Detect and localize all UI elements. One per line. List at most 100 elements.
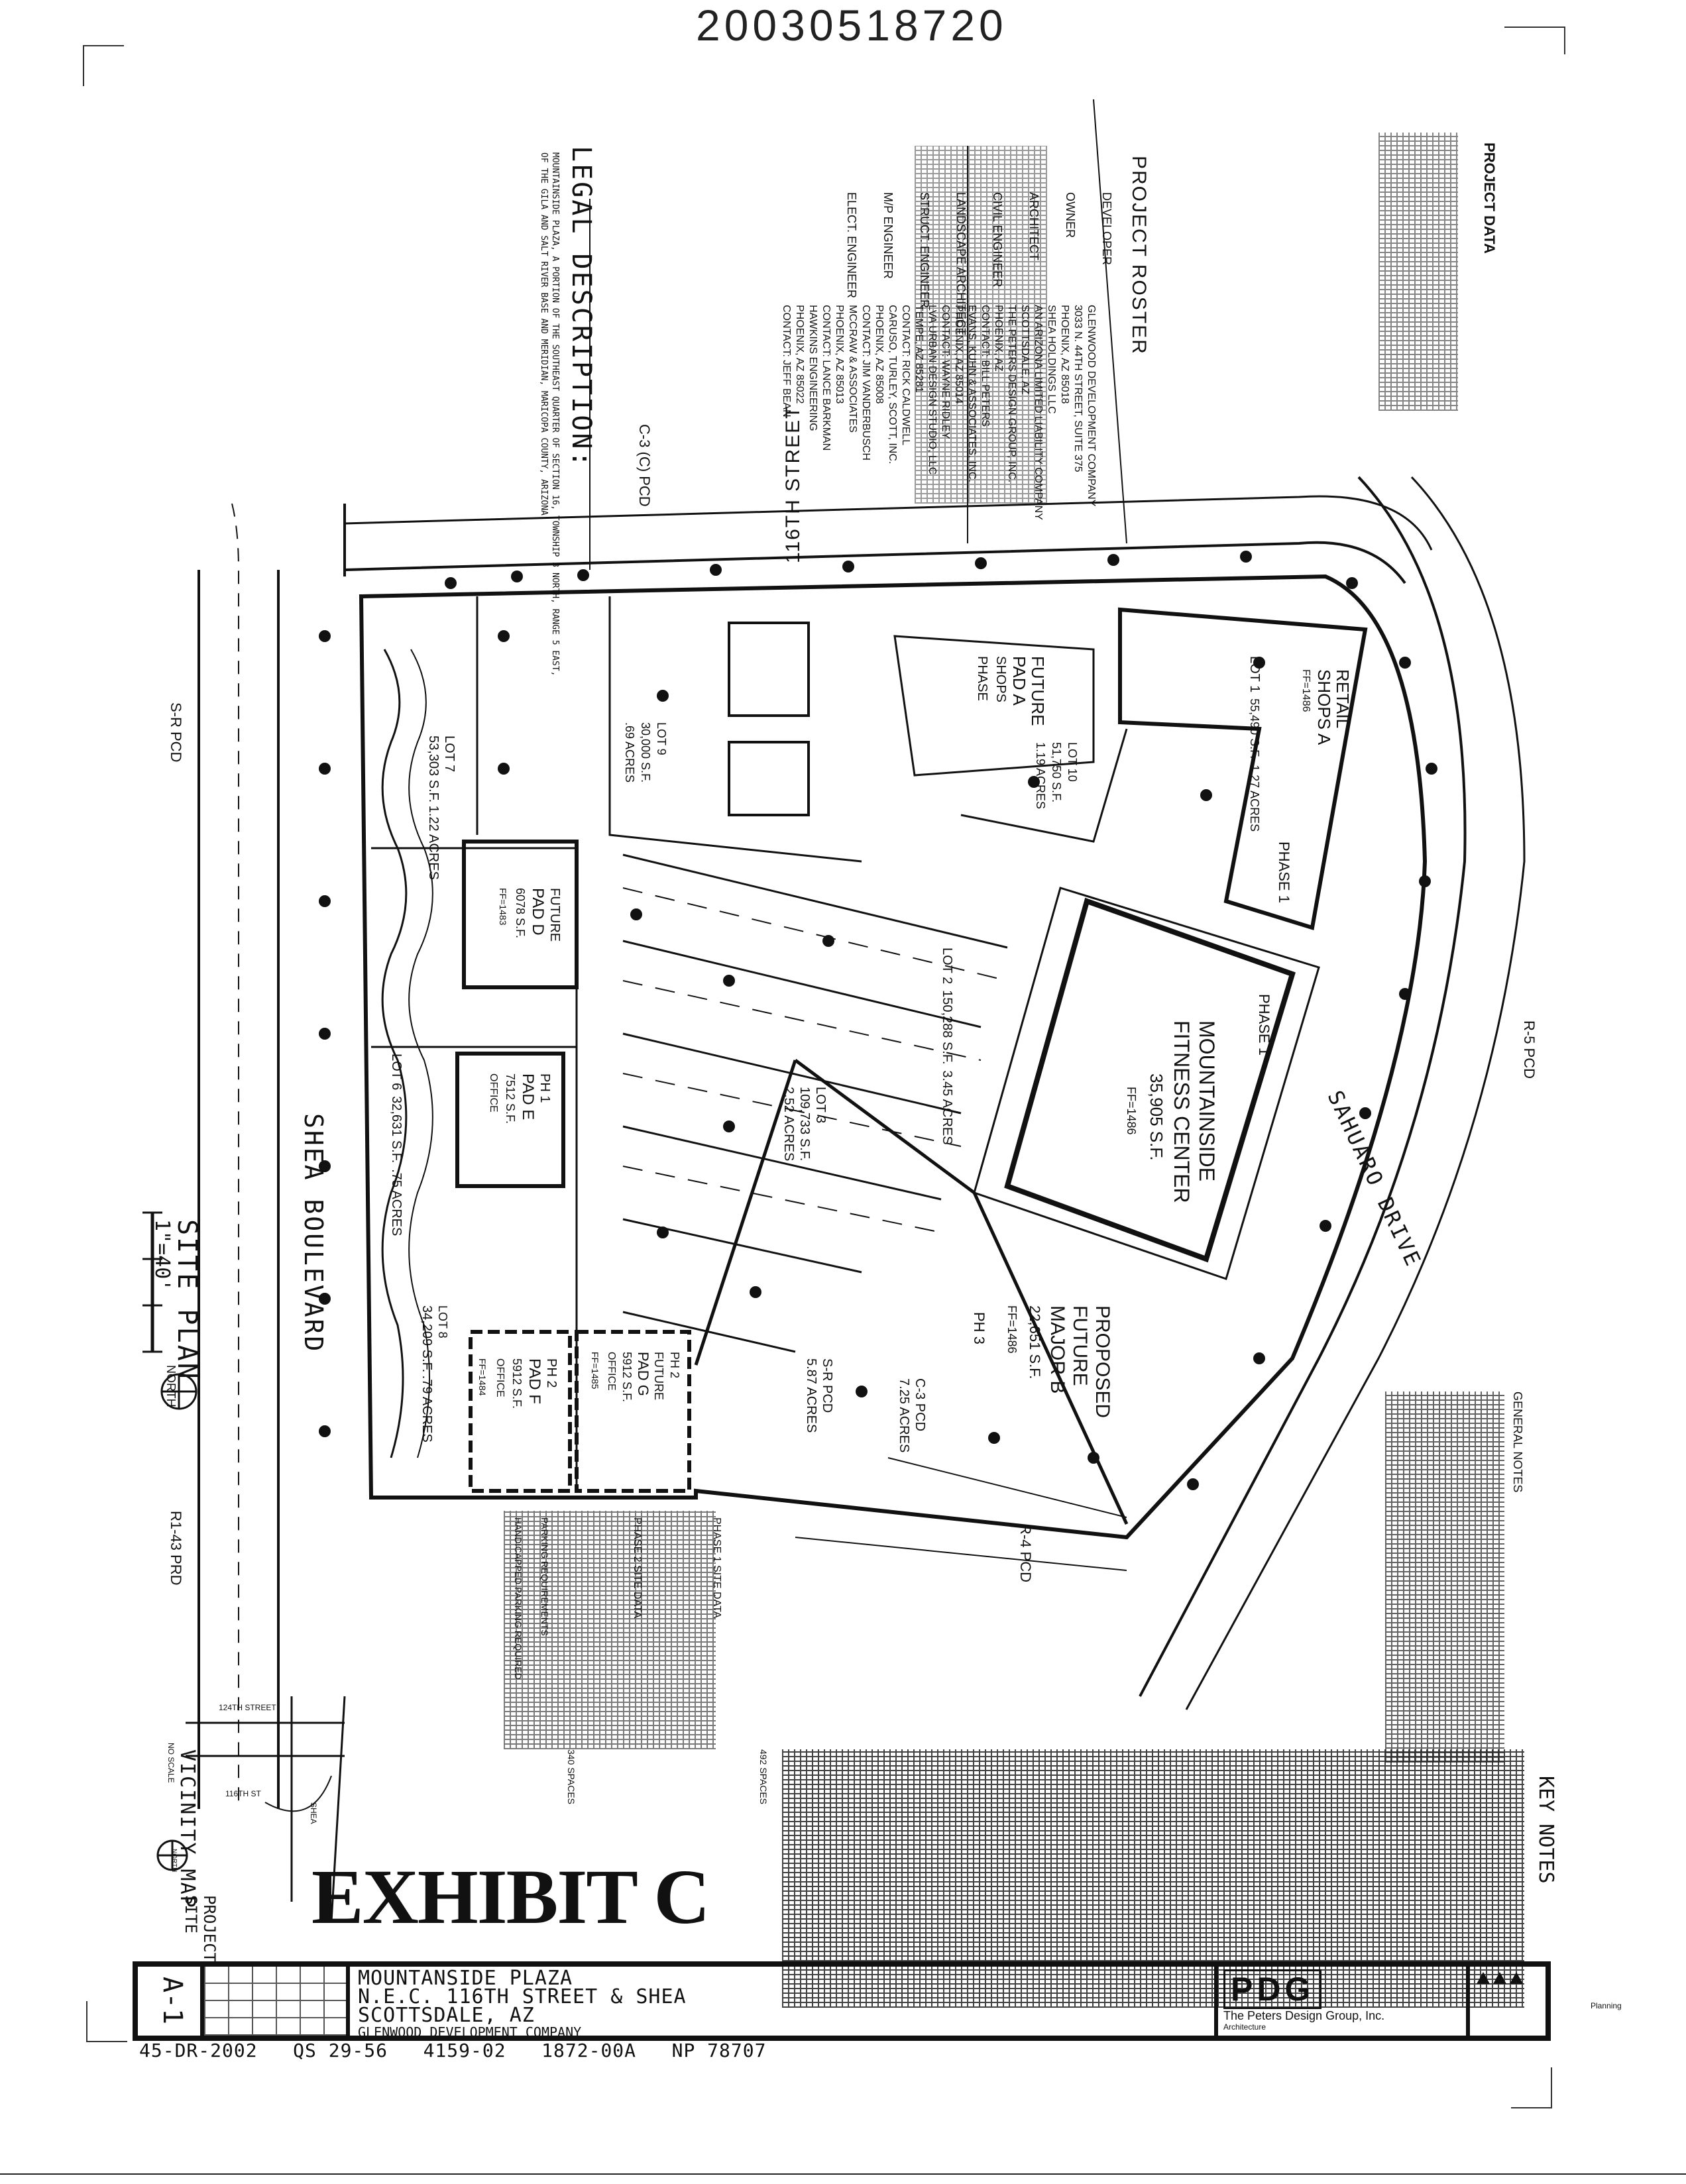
lot-7-name: LOT 7 xyxy=(442,736,457,773)
lot-3-acres: 2.52 ACRES xyxy=(781,1087,796,1162)
major-b-line-3: MAJOR B xyxy=(1046,1305,1068,1394)
site-data-spaces-1: 340 SPACES xyxy=(566,1749,577,1805)
legal-description-heading: LEGAL DESCRIPTION: xyxy=(566,146,596,469)
lot-6-name: LOT 6 xyxy=(389,1054,404,1091)
vicinity-north: NORTH xyxy=(170,1849,178,1873)
roster-role: M/P ENGINEER xyxy=(881,192,895,279)
sheet-scale: 1"=40' xyxy=(150,1219,174,1291)
document-number: 20030518720 xyxy=(696,1,1007,50)
site-data-phase1: PHASE 1 SITE DATA xyxy=(711,1517,722,1619)
fitness-line-3: 35,905 S.F. xyxy=(1147,1073,1166,1161)
roster-line: SCOTTSDALE, AZ xyxy=(1019,305,1031,395)
roster-line: 3033 N. 44TH STREET, SUITE 375 xyxy=(1072,305,1084,472)
lot-9-label: LOT 9 30,000 S.F. .69 ACRES xyxy=(622,722,669,783)
planning-label: Planning xyxy=(1591,2001,1622,2010)
project-city: SCOTTSDALE, AZ xyxy=(358,2004,535,2027)
pad-e-label: PH 1 PAD E 7512 S.F. OFFICE xyxy=(484,1073,553,1124)
roster-line: MCCRAW & ASSOCIATES xyxy=(847,305,858,433)
roster-line: CONTACT: JIM VANDERBUSCH xyxy=(860,305,871,461)
roster-body xyxy=(915,146,1047,504)
roster-line: SHEA HOLDINGS LLC xyxy=(1046,305,1057,414)
lot-9-name: LOT 9 xyxy=(655,722,668,755)
pad-a-label: FUTURE PAD A SHOPS PHASE xyxy=(973,656,1048,726)
sheet-number: A-1 xyxy=(157,1977,188,2025)
site-data-parking: PARKING REQUIREMENTS xyxy=(539,1517,550,1636)
lot-6-sf: 32,631 S.F. xyxy=(389,1096,404,1164)
pad-f-line-4: OFFICE xyxy=(494,1358,506,1397)
lot-1-name: LOT 1 xyxy=(1247,656,1262,693)
pad-a-line-1: FUTURE xyxy=(1028,656,1048,726)
lot-8-name: LOT 8 xyxy=(436,1305,449,1338)
pad-e-line-1: PH 1 xyxy=(537,1073,552,1103)
pad-d-line-2: PAD D xyxy=(529,888,547,936)
general-notes-heading: GENERAL NOTES xyxy=(1511,1392,1524,1493)
lot-10-name: LOT 10 xyxy=(1066,742,1079,782)
lot-8-sf: 34,209 S.F. xyxy=(420,1305,434,1373)
project-data-body xyxy=(1378,133,1458,411)
lot-6-acres: .75 ACRES xyxy=(389,1169,404,1236)
lot-c3-pcd-label: C-3 PCD 7.25 ACRES xyxy=(896,1378,928,1452)
lot-6-label: LOT 6 32,631 S.F. .75 ACRES xyxy=(387,1054,404,1236)
pad-g-line-6: FF=1485 xyxy=(590,1352,600,1390)
pad-e-line-4: OFFICE xyxy=(488,1073,499,1113)
phase-3-label: PH 3 xyxy=(971,1312,987,1344)
pad-a-line-2: PAD A xyxy=(1009,656,1029,706)
pad-f-line-1: PH 2 xyxy=(544,1358,559,1388)
zoning-r143: R1-43 PRD xyxy=(168,1511,184,1586)
pad-g-label: PH 2 FUTURE PAD G 5912 S.F. OFFICE FF=14… xyxy=(587,1352,683,1402)
lot-2-sf: 150,288 S.F. xyxy=(940,990,954,1065)
roster-line: PHOENIX, AZ 85018 xyxy=(1059,305,1070,404)
pad-d-line-3: 6078 S.F. xyxy=(514,888,527,939)
lot-3-sf: 109,733 S.F. xyxy=(797,1087,812,1162)
scan-frame-top-left xyxy=(83,45,124,86)
roster-line: GLENWOOD DEVELOPMENT COMPANY xyxy=(1086,305,1097,507)
architect-label: Architecture xyxy=(1223,2022,1266,2032)
vicinity-no-scale: NO SCALE xyxy=(166,1743,176,1783)
roster-role: STRUCT. ENGINEER xyxy=(918,192,931,309)
project-info-cell: MOUNTANSIDE PLAZA N.E.C. 116TH STREET & … xyxy=(348,1965,1216,2040)
pad-d-label: FUTURE PAD D 6078 S.F. FF=1483 xyxy=(494,888,563,942)
lot-2-label: LOT 2 150,288 S.F. 3.45 ACRES xyxy=(939,948,954,1145)
roster-line: TEMPE, AZ 85281 xyxy=(913,305,925,393)
roster-line: PHOENIX, AZ 85014 xyxy=(953,305,964,404)
roster-line: PHOENIX, AZ 85013 xyxy=(834,305,845,404)
zoning-r4: R-4 PCD xyxy=(1017,1524,1034,1583)
roster-line: CONTACT: BILL PETERS xyxy=(980,305,991,427)
roster-role: ELECT. ENGINEER xyxy=(845,192,858,299)
lot-7-acres: 1.22 ACRES xyxy=(426,805,441,880)
scan-frame-top-right xyxy=(1504,27,1565,54)
street-116th: 116TH STREET xyxy=(782,405,804,564)
fitness-line-4: FF=1486 xyxy=(1125,1087,1138,1135)
roster-line: PHOENIX, AZ 85022 xyxy=(794,305,805,404)
zoning-r5: R-5 PCD xyxy=(1521,1020,1538,1079)
roster-line: AN ARIZONA LIMITED LIABILITY COMPANY xyxy=(1033,305,1044,520)
pad-g-line-5: OFFICE xyxy=(606,1352,617,1391)
lot-sr-pcd-label: S-R PCD 5.87 ACRES xyxy=(803,1358,835,1433)
major-b-label: PROPOSED FUTURE MAJOR B 22,651 S.F. FF=1… xyxy=(1001,1305,1113,1418)
pad-e-line-3: 7512 S.F. xyxy=(504,1073,517,1124)
roster-role: ARCHITECT xyxy=(1027,192,1040,260)
lot-7-sf: 53,303 S.F. xyxy=(426,736,441,803)
lot-7-label: LOT 7 53,303 S.F. 1.22 ACRES xyxy=(424,736,457,880)
page-bottom-rule xyxy=(0,2173,1686,2175)
roster-line: EVANS, KUHN & ASSOCIATES, INC. xyxy=(966,305,978,482)
firm-logo: PDG xyxy=(1223,1969,1322,2009)
lot-1-acres: 1.27 ACRES xyxy=(1248,765,1261,832)
retail-line-1: RETAIL xyxy=(1333,669,1353,729)
legal-description-line-2: OF THE GILA AND SALT RIVER BASE AND MERI… xyxy=(539,152,549,516)
roster-role: CIVIL ENGINEER xyxy=(991,192,1004,288)
north-arrow-label: NORTH xyxy=(164,1365,178,1407)
revision-cell xyxy=(202,1965,348,2038)
major-b-line-4: 22,651 S.F. xyxy=(1027,1305,1043,1380)
pad-f-line-3: 5912 S.F. xyxy=(510,1358,524,1409)
sheet-title: SITE PLAN xyxy=(172,1219,202,1381)
phase-1-label-b: PHASE 1 xyxy=(1256,994,1272,1056)
case-numbers: 45-DR-2002 QS 29-56 4159-02 1872-00A NP … xyxy=(139,2040,767,2061)
pad-f-line-5: FF=1484 xyxy=(477,1358,488,1396)
roster-role: DEVELOPER xyxy=(1100,192,1113,266)
roster-line: CONTACT: LANCE BARKMAN xyxy=(820,305,832,451)
retail-line-2: SHOPS A xyxy=(1314,669,1334,745)
roster-line: CONTACT: JEFF BEAN xyxy=(781,305,792,417)
lot-sr-acres: 5.87 ACRES xyxy=(804,1358,818,1433)
roster-line: CONTACT: RICK CALDWELL xyxy=(900,305,911,446)
